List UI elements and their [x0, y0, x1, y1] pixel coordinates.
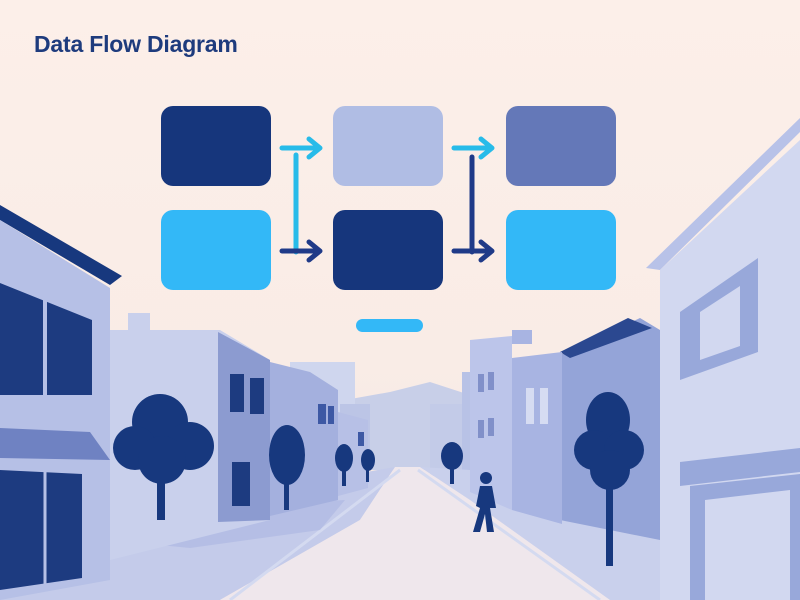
left-far-window [358, 432, 364, 446]
node-row2-col1[interactable] [161, 210, 271, 290]
left-mid-window-1 [230, 374, 244, 412]
rooftop-unit [128, 313, 150, 330]
right-mid-window-3 [478, 374, 484, 392]
right-mid-window-2 [540, 388, 548, 424]
node-row1-col3[interactable] [506, 106, 616, 186]
left-mid-window-4 [328, 406, 334, 424]
arrow-n1-to-n2 [279, 136, 323, 160]
node-row2-col2[interactable] [333, 210, 443, 290]
road-line-right [417, 468, 601, 600]
tree-left-small [269, 425, 305, 510]
pedestrian [473, 472, 496, 532]
node-row2-col3[interactable] [506, 210, 616, 290]
tree-left-large [113, 394, 214, 520]
left-mid-window-2 [250, 378, 264, 414]
right-mid-window-1 [526, 388, 534, 424]
tree-right-large [574, 392, 644, 566]
right-building-awning [680, 448, 800, 486]
right-building-roof [646, 118, 800, 270]
left-building-awning [0, 428, 110, 460]
tree-left-tiny-2 [361, 449, 375, 482]
diagram-footer-bar [356, 319, 423, 332]
node-row1-col2[interactable] [333, 106, 443, 186]
right-mid-window-5 [478, 420, 484, 438]
right-mid-building-2 [512, 352, 562, 524]
road-line-left [229, 468, 401, 600]
left-mid-door [232, 462, 250, 506]
right-mid-chimney [512, 330, 532, 344]
tree-right-small [441, 442, 463, 484]
node-row1-col1[interactable] [161, 106, 271, 186]
page-title: Data Flow Diagram [34, 31, 238, 57]
right-building-door-pane [705, 490, 790, 600]
arrow-n5-to-n6 [451, 239, 495, 263]
right-mid-roof [560, 318, 652, 358]
right-mid-window-6 [488, 418, 494, 436]
right-mid-window-4 [488, 372, 494, 390]
arrow-n2-to-n3 [451, 136, 495, 160]
road [220, 467, 610, 600]
tree-left-tiny-1 [335, 444, 353, 486]
arrow-n4-to-n5 [279, 239, 323, 263]
right-building-window-pane [700, 286, 740, 360]
left-mid-window-3 [318, 404, 326, 424]
left-building-door [0, 470, 82, 590]
left-building-roof [0, 205, 122, 285]
